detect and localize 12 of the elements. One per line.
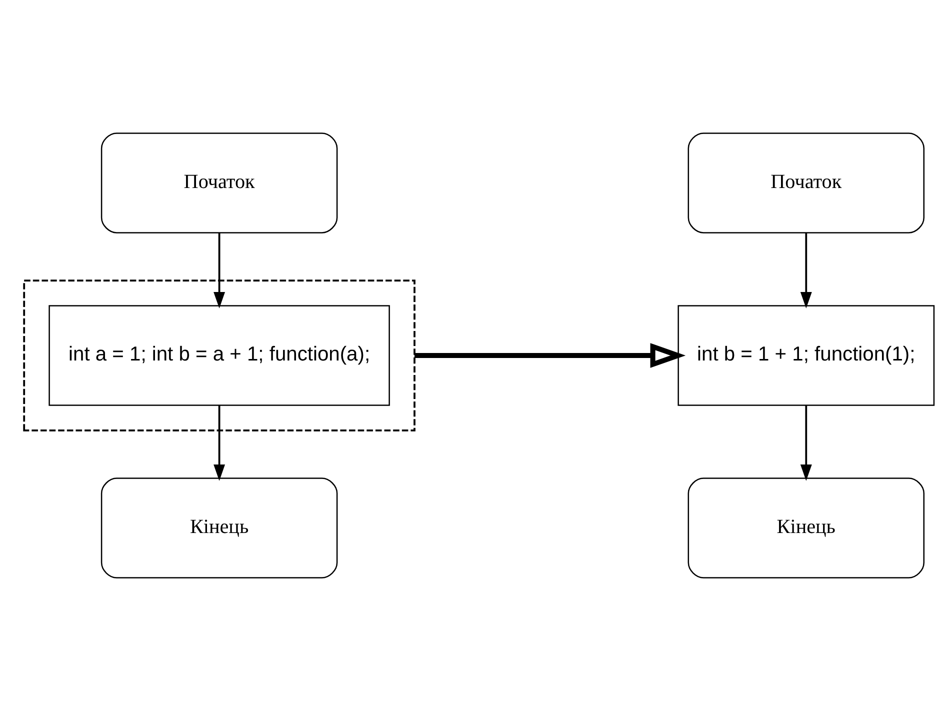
node-box: Початок	[687, 132, 924, 234]
cluster	[22, 280, 415, 432]
arrow	[213, 405, 225, 481]
node-box: Кінець	[100, 478, 338, 578]
arrow	[414, 343, 686, 368]
arrow	[213, 232, 225, 308]
node-box: int a = 1; int b = a + 1; function(a);	[48, 305, 390, 406]
arrow	[800, 405, 812, 481]
node-box: Кінець	[687, 478, 924, 578]
arrow	[800, 232, 812, 308]
node-box: int b = 1 + 1; function(1);	[677, 305, 934, 406]
node-box: Початок	[100, 132, 338, 234]
